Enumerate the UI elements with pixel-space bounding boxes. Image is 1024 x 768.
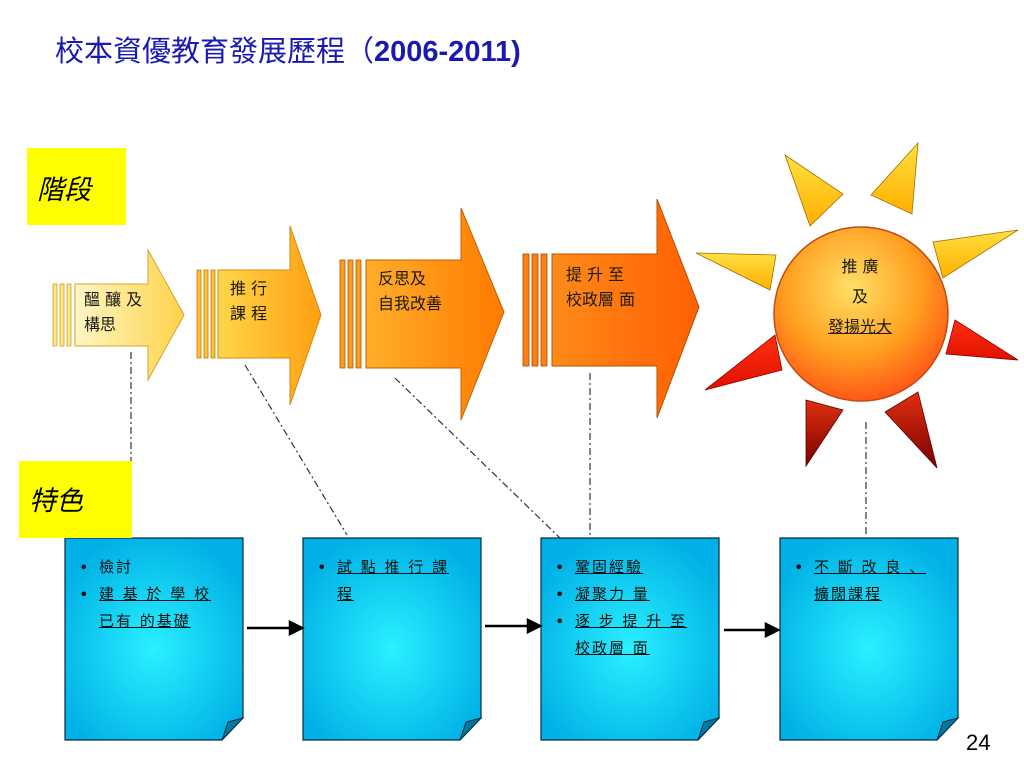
sun-line3: 發揚光大 [790, 313, 930, 337]
feature-3-item-2: 凝聚力 量 [555, 581, 713, 608]
sun-ray-left [695, 252, 777, 291]
stage-2-text: 推 行 課 程 [230, 276, 267, 326]
connector-line-2 [244, 364, 348, 536]
feature-1-item-1: 檢討 [79, 554, 237, 581]
stage-arrow-2 [196, 225, 322, 406]
sun-ray-bottom-left [805, 399, 844, 468]
note-arrow-1-head [288, 619, 305, 637]
stage-2-line1: 推 行 [230, 279, 268, 298]
sun-ray-top-left [784, 153, 844, 227]
page-number: 24 [966, 730, 991, 755]
sun-line2: 及 [851, 287, 868, 306]
note-arrow-3-head [764, 621, 781, 639]
stage-label: 階段 [27, 148, 126, 225]
stage-arrow-1 [52, 248, 185, 382]
stage-arrow-4 [522, 198, 700, 419]
stage-2-line2: 課 程 [230, 304, 268, 323]
sun-ray-right-low [945, 319, 1019, 361]
title-years: 2006-2011) [374, 36, 521, 68]
connector-line-3 [394, 377, 561, 539]
sun-line1: 推 廣 [841, 257, 879, 276]
stage-4-line2: 校政層 面 [566, 290, 636, 309]
stage-3-text: 反思及 自我改善 [378, 266, 442, 316]
stage-4-text: 提 升 至 校政層 面 [566, 262, 635, 312]
stage-arrow-3 [339, 207, 505, 421]
sun-ray-bottom-right [884, 391, 938, 469]
feature-2-item-1: 試 點 推 行 課程 [317, 554, 475, 608]
feature-1-item-2: 建 基 於 學 校已有 的基礎 [79, 581, 237, 635]
feature-4-item-1: 不 斷 改 良 、擴闊課程 [794, 554, 952, 608]
stage-3-line2: 自我改善 [378, 294, 443, 313]
feature-2-text: 試 點 推 行 課程 [305, 542, 481, 608]
page-title: 校本資優教育發展歷程（2006-2011) [55, 28, 521, 70]
stage-4-line1: 提 升 至 [566, 265, 625, 284]
feature-4-text: 不 斷 改 良 、擴闊課程 [782, 542, 958, 608]
sun-rays [695, 141, 1019, 469]
sun-line3-text: 發揚光大 [827, 317, 892, 336]
stage-1-line1: 醞 釀 及 [84, 290, 143, 309]
sun-circle [773, 226, 949, 402]
stage-3-line1: 反思及 [378, 269, 427, 288]
stage-1-line2: 構思 [84, 315, 117, 334]
feature-label: 特色 [19, 461, 132, 538]
feature-1-text: 檢討 建 基 於 學 校已有 的基礎 [67, 542, 243, 635]
note-arrow-2-head [526, 617, 543, 635]
title-main: 校本資優教育發展歷程（ [55, 34, 375, 68]
sun-ray-left-low [704, 334, 783, 391]
stage-1-text: 醞 釀 及 構思 [84, 287, 142, 337]
sun-ray-top-right [870, 141, 919, 215]
sun-ray-right [932, 229, 1019, 279]
feature-3-item-1: 鞏固經驗 [555, 554, 713, 581]
